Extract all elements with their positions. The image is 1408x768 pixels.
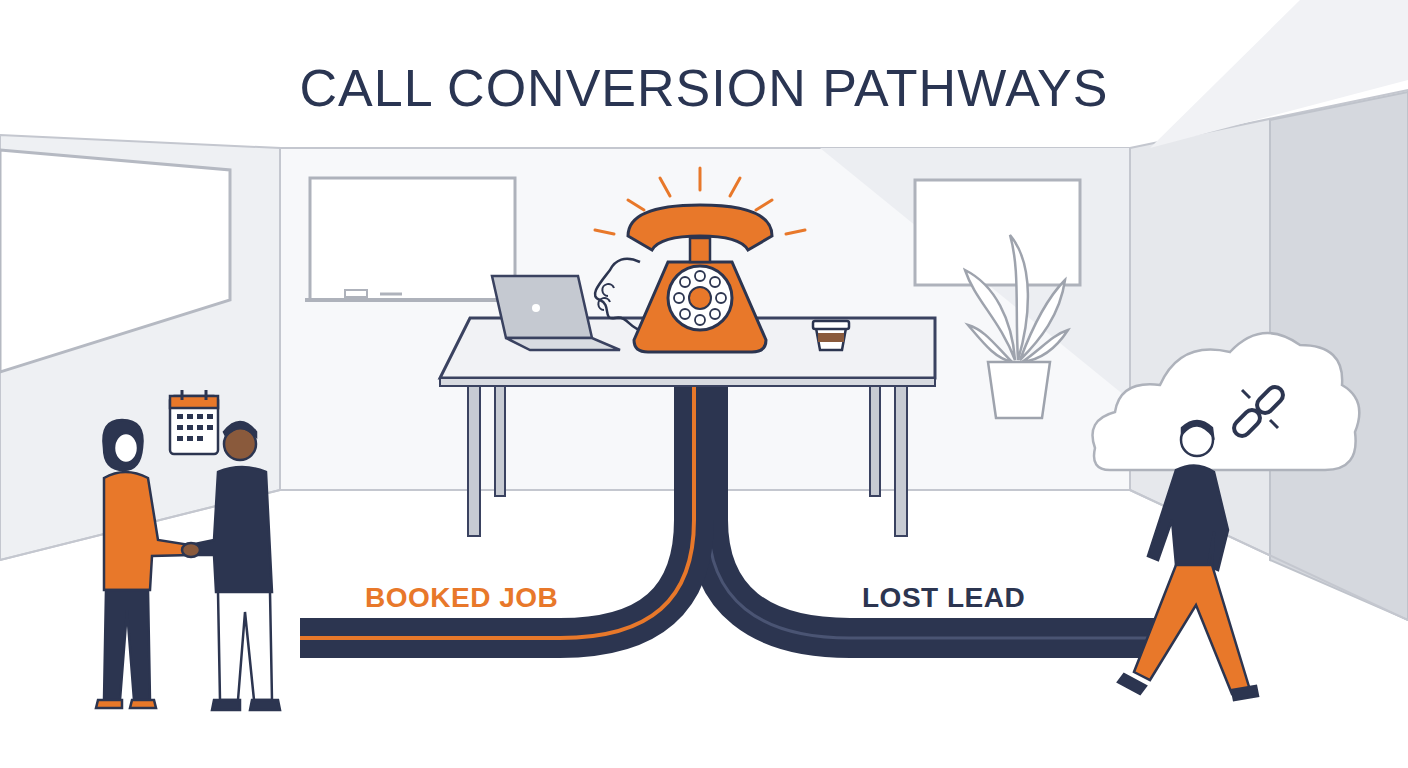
desk-leg — [870, 386, 880, 496]
laptop — [492, 276, 620, 350]
booked-path — [300, 370, 694, 638]
shoes — [212, 700, 280, 710]
hair — [1182, 421, 1213, 436]
thought-cloud — [1093, 333, 1360, 470]
cord-coil — [598, 284, 614, 310]
man-figure — [182, 422, 280, 710]
desk-leg — [468, 386, 480, 536]
diagram-title: CALL CONVERSION PATHWAYS — [0, 58, 1408, 118]
trousers — [1134, 565, 1250, 694]
window — [0, 150, 230, 372]
hair — [224, 422, 256, 436]
sweater — [190, 467, 272, 592]
broken-chain-icon — [1231, 384, 1287, 440]
picture-frame — [915, 180, 1080, 285]
coffee-cup — [813, 321, 849, 350]
laptop-base — [506, 338, 620, 350]
calendar-icon — [170, 390, 218, 454]
leaf — [1022, 330, 1068, 362]
leaf — [968, 325, 1012, 362]
plant-pot — [988, 362, 1050, 418]
handshake — [182, 543, 200, 557]
rotary-dial — [668, 266, 732, 330]
rotary-telephone — [595, 168, 805, 352]
laptop-screen — [492, 276, 592, 338]
dial-holes — [674, 271, 726, 325]
cup-sleeve — [818, 333, 844, 342]
handset-cradle — [690, 238, 710, 262]
leaf — [1010, 235, 1028, 360]
cup-body — [816, 328, 846, 350]
whiteboard — [310, 178, 515, 300]
cup-lid — [813, 321, 849, 329]
lost-path — [708, 370, 1160, 638]
hair — [103, 420, 142, 470]
potted-plant — [965, 235, 1068, 418]
desk-edge — [440, 378, 935, 386]
jacket — [104, 472, 190, 590]
sweater — [1148, 465, 1228, 570]
phone-cord — [595, 259, 642, 330]
phone-body — [634, 262, 766, 352]
woman-figure — [96, 420, 190, 708]
marker — [380, 293, 402, 296]
lost-path-stripe — [708, 370, 1160, 638]
whiteboard-tray — [305, 298, 520, 302]
desk-leg — [895, 386, 907, 536]
booked-path-stripe — [300, 370, 694, 638]
walking-person — [1118, 421, 1258, 700]
conversion-paths — [300, 370, 1160, 638]
ceiling-shade — [1150, 0, 1408, 148]
shoes — [96, 700, 156, 708]
face — [114, 433, 138, 463]
eraser — [345, 290, 367, 297]
desk-leg — [495, 386, 505, 496]
path-label: BOOKED JOB — [365, 582, 558, 614]
path-label: LOST LEAD — [862, 582, 1025, 614]
ring-rays — [595, 168, 805, 234]
laptop-logo — [532, 304, 540, 312]
shoes — [1118, 674, 1258, 700]
trousers — [218, 592, 272, 700]
dial-center — [689, 287, 711, 309]
trousers — [104, 590, 150, 700]
